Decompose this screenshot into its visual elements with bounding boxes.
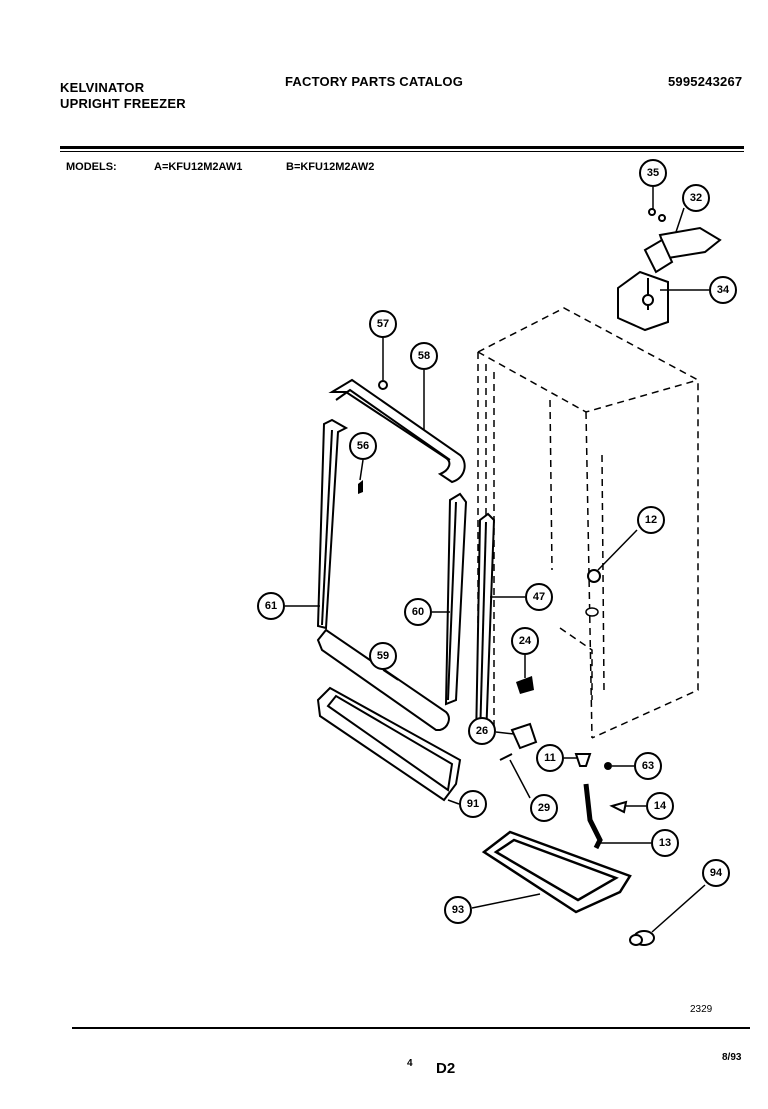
drain-pan [481, 830, 632, 914]
callout-24: 24 [511, 627, 539, 655]
svg-text:59: 59 [377, 650, 389, 662]
svg-text:60: 60 [412, 606, 424, 618]
callout-93: 93 [444, 896, 472, 924]
catalog-date: 8/93 [722, 1052, 742, 1063]
clip-56 [358, 480, 363, 494]
catalog-number: 5995243267 [668, 74, 743, 89]
svg-text:57: 57 [377, 318, 389, 330]
top-hinge-assembly [617, 208, 722, 332]
svg-text:63: 63 [642, 760, 654, 772]
svg-text:91: 91 [467, 798, 479, 810]
side-panel [474, 512, 496, 744]
models-label: MODELS: [66, 161, 117, 173]
footer-rule [72, 1027, 750, 1029]
svg-text:26: 26 [476, 725, 488, 737]
callout-14: 14 [646, 792, 674, 820]
svg-text:56: 56 [357, 440, 369, 452]
door-gasket-right [444, 492, 468, 706]
callout-59: 59 [369, 642, 397, 670]
callout-63: 63 [634, 752, 662, 780]
door-gasket-top [328, 378, 466, 484]
catalog-title: FACTORY PARTS CATALOG [285, 74, 464, 89]
callout-32: 32 [682, 184, 710, 212]
callout-35: 35 [639, 159, 667, 187]
callout-34: 34 [709, 276, 737, 304]
svg-text:12: 12 [645, 514, 657, 526]
diagram-code: 2329 [690, 1004, 713, 1015]
product-type: UPRIGHT FREEZER [60, 96, 186, 111]
svg-text:34: 34 [717, 284, 730, 296]
brand-name: KELVINATOR [60, 80, 145, 95]
svg-text:11: 11 [544, 752, 556, 764]
header-rule-thin [60, 151, 744, 152]
pin-29 [499, 753, 513, 761]
callout-13: 13 [651, 829, 679, 857]
model-b: B=KFU12M2AW2 [286, 161, 375, 173]
toe-grille [316, 686, 462, 802]
svg-text:93: 93 [452, 904, 464, 916]
leader-lines [285, 187, 709, 933]
section-code: D2 [436, 1060, 456, 1077]
svg-text:61: 61 [265, 600, 277, 612]
callout-47: 47 [525, 583, 553, 611]
svg-text:13: 13 [659, 837, 671, 849]
svg-text:35: 35 [647, 167, 659, 179]
model-a: A=KFU12M2AW1 [154, 161, 243, 173]
callout-56: 56 [349, 432, 377, 460]
callout-61: 61 [257, 592, 285, 620]
callout-94: 94 [702, 859, 730, 887]
header-rule-thick [60, 146, 744, 149]
plug-12 [587, 569, 601, 583]
grommet [585, 607, 599, 617]
svg-text:94: 94 [710, 867, 723, 879]
callout-57: 57 [369, 310, 397, 338]
drain-tube-13 [583, 783, 603, 850]
bracket-24 [516, 676, 534, 694]
callout-26: 26 [468, 717, 496, 745]
door-gasket-left [316, 418, 349, 630]
svg-text:14: 14 [654, 800, 667, 812]
callout-60: 60 [404, 598, 432, 626]
callout-91: 91 [459, 790, 487, 818]
page-number: 4 [407, 1058, 413, 1069]
svg-text:47: 47 [533, 591, 545, 603]
door-gasket-bottom [316, 628, 450, 731]
callout-58: 58 [410, 342, 438, 370]
cabinet-outline [477, 307, 699, 739]
svg-text:24: 24 [519, 635, 532, 647]
callout-29: 29 [530, 794, 558, 822]
callout-12: 12 [637, 506, 665, 534]
screw-63 [604, 762, 612, 770]
svg-text:29: 29 [538, 802, 550, 814]
svg-text:32: 32 [690, 192, 702, 204]
brand-block: KELVINATOR UPRIGHT FREEZER [60, 80, 186, 112]
fitting-11 [574, 753, 592, 767]
svg-text:58: 58 [418, 350, 430, 362]
clamp-14 [609, 800, 628, 814]
hinge-26 [510, 722, 538, 750]
callout-11: 11 [536, 744, 564, 772]
screw-57 [378, 380, 388, 390]
plug-94 [629, 930, 655, 946]
